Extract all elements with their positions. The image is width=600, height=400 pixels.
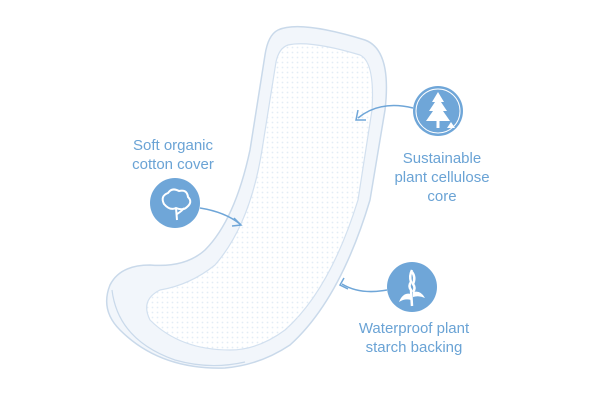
starch-label-line1: Waterproof plant [358,320,470,337]
cellulose-label-line1: Sustainable [402,150,482,167]
cotton-boll-icon [150,178,200,228]
pad-core [146,43,374,351]
pine-tree-icon [413,86,463,136]
cellulose-label-line2: plant cellulose [394,169,490,186]
starch-arrow [341,283,388,293]
cotton-label: Soft organic cotton cover [118,136,228,174]
starch-label: Waterproof plant starch backing [346,319,482,357]
corn-plant-icon [387,262,437,312]
starch-label-line2: starch backing [365,339,463,356]
cotton-label-line1: Soft organic [132,137,214,154]
cellulose-label: Sustainable plant cellulose core [392,149,492,206]
cellulose-arrow [357,104,414,119]
cotton-label-line2: cotton cover [132,156,214,173]
cellulose-label-line3: core [427,188,457,205]
